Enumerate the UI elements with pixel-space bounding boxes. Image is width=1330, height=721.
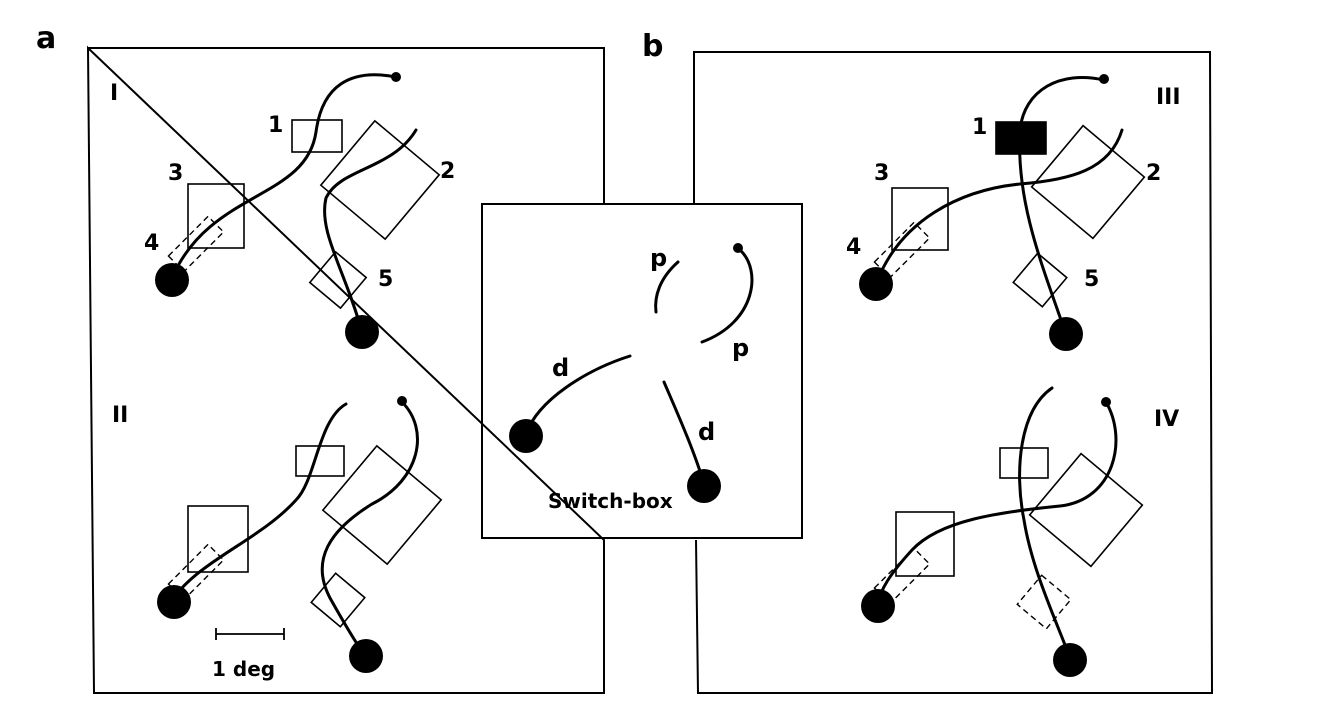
- terminal-dot: [1099, 74, 1109, 84]
- rf-number-4: 4: [846, 235, 861, 260]
- rf-box-5: [1016, 574, 1072, 630]
- rf-box-3: [895, 511, 955, 577]
- neurite-curve: [654, 260, 680, 314]
- subpanel-II: II 1 deg: [112, 396, 443, 681]
- neurite-curve: [323, 128, 418, 334]
- rf-box-2: [1028, 452, 1144, 568]
- soma: [1049, 317, 1083, 351]
- rf-box-2: [1030, 124, 1146, 240]
- terminal-dot: [733, 243, 743, 253]
- soma: [509, 419, 543, 453]
- switch-box-title: Switch-box: [548, 489, 673, 513]
- rf-box-5: [308, 250, 368, 310]
- segment-label-p: p: [650, 244, 667, 272]
- rf-number-1: 1: [268, 113, 283, 138]
- soma: [155, 263, 189, 297]
- panel-label-a: a: [36, 21, 56, 56]
- soma: [345, 315, 379, 349]
- neurite-curve: [1018, 75, 1106, 336]
- soma: [861, 589, 895, 623]
- segment-label-d: d: [698, 418, 715, 446]
- subpanel-III: III 1 2 3 4 5: [846, 74, 1181, 351]
- neurite-curve: [170, 73, 398, 280]
- terminal-dot: [1101, 397, 1111, 407]
- rf-box-3: [891, 187, 949, 251]
- rf-number-4: 4: [144, 231, 159, 256]
- rf-box-2: [319, 119, 441, 241]
- rf-number-5: 5: [1084, 267, 1099, 292]
- neurite-curve: [170, 402, 348, 602]
- panel-label-b: b: [642, 29, 663, 64]
- rf-box-3: [187, 505, 249, 573]
- rf-number-5: 5: [378, 267, 393, 292]
- segment-label-d: d: [552, 354, 569, 382]
- neurite-curve: [874, 128, 1124, 286]
- rf-box-2: [321, 444, 443, 566]
- rf-number-3: 3: [168, 161, 183, 186]
- subpanel-label-I: I: [110, 81, 118, 106]
- subpanel-label-III: III: [1156, 85, 1181, 110]
- rf-box-1: [295, 445, 345, 477]
- segment-label-p: p: [732, 334, 749, 362]
- switch-box-frame: [481, 203, 803, 539]
- panel-b-frame: [693, 51, 1214, 694]
- neurite-curve: [524, 354, 632, 436]
- neurite-curve: [700, 248, 754, 344]
- subpanel-I: I 1 2 3 4 5: [110, 72, 455, 349]
- soma: [157, 585, 191, 619]
- rf-number-2: 2: [440, 159, 455, 184]
- panel-a-frame: [86, 45, 605, 694]
- soma: [1053, 643, 1087, 677]
- rf-box-1: [999, 447, 1049, 479]
- soma: [687, 469, 721, 503]
- terminal-dot: [397, 396, 407, 406]
- terminal-dot: [391, 72, 401, 82]
- scale-bar: [215, 628, 285, 640]
- neurite-curve: [1018, 386, 1072, 660]
- subpanel-IV: IV: [861, 386, 1179, 677]
- subpanel-label-IV: IV: [1154, 407, 1179, 432]
- rf-number-2: 2: [1146, 161, 1161, 186]
- rf-box-5: [310, 572, 366, 628]
- rf-number-3: 3: [874, 161, 889, 186]
- soma: [349, 639, 383, 673]
- rf-box-4: [167, 215, 225, 273]
- subpanel-label-II: II: [112, 403, 128, 428]
- switch-box: p p d d Switch-box: [509, 243, 754, 513]
- rf-box-5: [1012, 252, 1068, 308]
- neurite-curve: [320, 400, 419, 658]
- scale-bar-label: 1 deg: [212, 657, 275, 681]
- rf-box-3: [187, 183, 245, 249]
- rf-number-1: 1: [972, 115, 987, 140]
- soma: [859, 267, 893, 301]
- neurite-curve: [876, 400, 1118, 606]
